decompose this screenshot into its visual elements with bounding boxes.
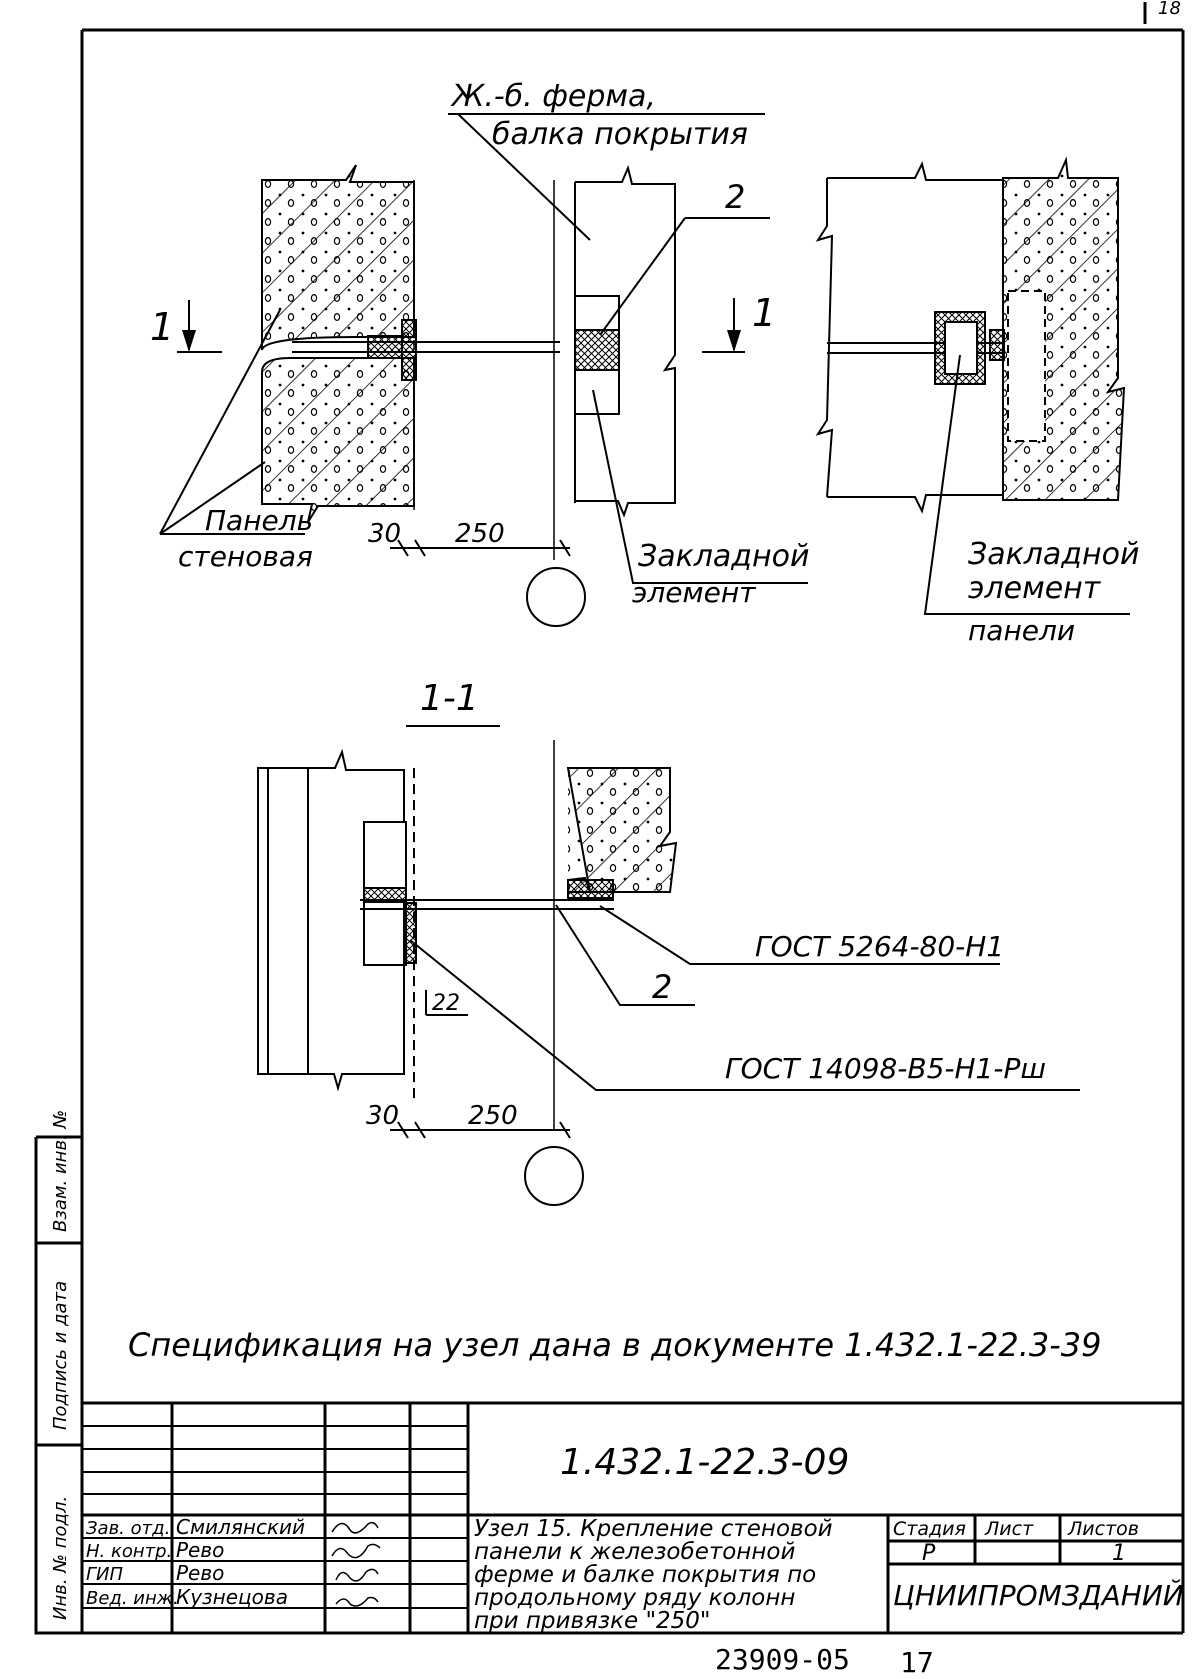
embedded-element-panel-label: Закладной элемент панели [923,354,1140,647]
staff-role: ГИП [86,1564,123,1585]
svg-text:элемент: элемент [968,571,1102,606]
embedded-element-label: Закладной элемент [592,389,810,609]
sheets-value: 1 [1112,1541,1126,1566]
section-mark-right: 1 [702,291,776,353]
svg-text:ферме и балке покрытия по: ферме и балке покрытия по [474,1562,816,1588]
stage-value: Р [922,1541,936,1566]
svg-text:ГОСТ 5264-80-Н1: ГОСТ 5264-80-Н1 [755,930,1004,963]
panel-label: Панель стеновая [159,309,313,573]
svg-text:22: 22 [432,991,460,1016]
section-1-1-title: 1-1 [406,678,500,727]
svg-text:2: 2 [725,178,745,216]
stamp-podpis: Подпись и дата [50,1281,71,1430]
side-stamp: Взам. инв. № Подпись и дата Инв. № подл. [34,1110,84,1635]
organization: ЦНИИПРОМЗДАНИЙ [893,1578,1184,1612]
svg-text:панели: панели [968,614,1075,647]
wall-panel-right-section [1002,156,1126,501]
svg-text:Панель: Панель [205,504,313,537]
truss-label: Ж.-б. ферма, балка покрытия [448,79,765,241]
doc-code: 1.432.1-22.3-09 [560,1442,849,1483]
wall-panel-left-section [261,164,415,523]
staff-name: Кузнецова [176,1585,288,1609]
staff-role: Зав. отд. [86,1518,170,1539]
svg-text:250: 250 [468,1101,518,1131]
svg-text:Закладной: Закладной [638,539,810,574]
dimension-top: 30 250 [368,519,586,627]
truss-plan-1-1 [360,740,678,1130]
sheet-header: Лист [984,1518,1034,1540]
dimension-section: 30 250 [366,1101,584,1206]
svg-text:30: 30 [368,519,401,549]
beam-right-section [815,161,1005,514]
svg-text:стеновая: стеновая [178,540,313,573]
svg-text:250: 250 [455,519,505,549]
specification-note: Спецификация на узел дана в документе 1.… [128,1326,1101,1364]
sheets-header: Листов [1067,1518,1139,1540]
footer-code: 23909-05 [715,1643,850,1676]
svg-text:30: 30 [366,1101,399,1131]
staff-name: Рево [176,1561,224,1585]
callout-2-section: 2 [555,904,695,1006]
svg-text:при привязке "250": при привязке "250" [474,1608,711,1634]
stamp-inv: Инв. № подл. [50,1496,71,1620]
column-axis-marker [526,567,586,627]
svg-text:1-1: 1-1 [420,678,479,719]
title-block [82,1401,1183,1633]
svg-text:панели к железобетонной: панели к железобетонной [474,1539,795,1565]
stamp-vzam: Взам. инв. № [50,1110,71,1232]
svg-text:продольному ряду колонн: продольному ряду колонн [474,1585,795,1611]
stage-header: Стадия [893,1518,966,1540]
column-axis-marker-section [524,1146,584,1206]
connection-rod-left [292,180,560,510]
weld-gost-callout-1: ГОСТ 5264-80-Н1 [599,905,1004,965]
staff-role: Н. контр. [86,1541,172,1562]
svg-text:ГОСТ 14098-В5-Н1-Рш: ГОСТ 14098-В5-Н1-Рш [725,1052,1046,1085]
footer-page: 17 [900,1646,934,1679]
staff-name: Смилянский [176,1515,305,1539]
callout-2-top: 2 [599,178,770,336]
weld-gost-callout-2: ГОСТ 14098-В5-Н1-Рш [409,939,1080,1091]
svg-text:балка покрытия: балка покрытия [492,117,748,152]
dimension-22: 22 [425,990,468,1016]
staff-role: Вед. инж. [86,1588,179,1609]
svg-text:элемент: элемент [632,576,756,609]
truss-beam-section [553,164,676,560]
svg-text:2: 2 [652,968,672,1006]
svg-text:Закладной: Закладной [968,537,1140,572]
section-mark-left: 1 [150,300,222,353]
staff-name: Рево [176,1538,224,1562]
sheet-corner-number: 18 [1158,0,1181,19]
signature [331,1521,381,1607]
svg-text:1: 1 [752,291,776,335]
staff-table: Зав. отд. Смилянский Н. контр. Рево ГИП … [86,1515,381,1609]
svg-text:1: 1 [150,305,174,349]
drawing-title: Узел 15. Крепление стеновой панели к жел… [474,1516,833,1634]
wall-panel-plan-1-1 [257,748,417,1100]
svg-text:Узел 15. Крепление стеновой: Узел 15. Крепление стеновой [474,1516,833,1542]
svg-text:Ж.-б. ферма,: Ж.-б. ферма, [450,79,656,114]
stage-sheet-table: Стадия Лист Листов Р 1 ЦНИИПРОМЗДАНИЙ [893,1518,1184,1612]
